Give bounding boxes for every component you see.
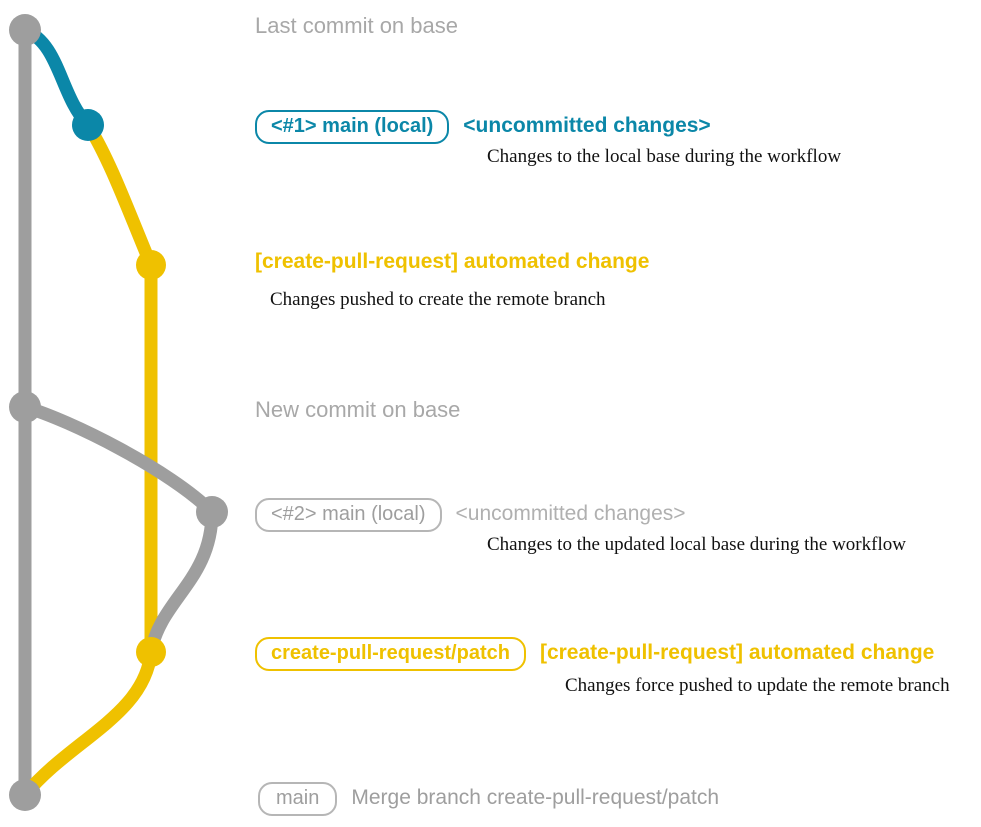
- node-patch-create[interactable]: [136, 250, 166, 280]
- commit-row-local-2: <#2> main (local) <uncommitted changes>: [255, 498, 686, 532]
- commit-row-patch-create: [create-pull-request] automated change: [255, 250, 650, 273]
- commit-note-patch-force-push: Changes force pushed to update the remot…: [565, 675, 950, 696]
- commit-note-local-2: Changes to the updated local base during…: [487, 534, 906, 555]
- ref-badge-main[interactable]: main: [258, 782, 338, 816]
- commit-note-local-1: Changes to the local base during the wor…: [487, 146, 842, 167]
- edge-local2-to-patch2: [144, 505, 219, 659]
- ref-badge-main-local-1[interactable]: <#1> main (local): [255, 110, 450, 144]
- node-merge-commit[interactable]: [9, 779, 41, 811]
- commit-subject-merge: Merge branch create-pull-request/patch: [351, 786, 720, 809]
- edge-base-to-local1: [18, 23, 95, 132]
- heading-new-commit-on-base: New commit on base: [255, 397, 461, 422]
- commit-subject-local-2: <uncommitted changes>: [455, 502, 686, 525]
- node-local-1[interactable]: [72, 109, 104, 141]
- commit-subject-patch-force-push: [create-pull-request] automated change: [539, 641, 935, 664]
- node-local-2[interactable]: [196, 496, 228, 528]
- heading-last-commit-on-base: Last commit on base: [255, 13, 458, 38]
- edge-local1-to-patch: [81, 118, 158, 272]
- node-patch-force-push[interactable]: [136, 637, 166, 667]
- edge-basenew-to-local2: [18, 400, 219, 519]
- commit-subject-patch-create: [create-pull-request] automated change: [255, 250, 650, 273]
- node-base-new[interactable]: [9, 391, 41, 423]
- commit-note-patch-create: Changes pushed to create the remote bran…: [270, 289, 606, 310]
- commit-row-patch-force-push: create-pull-request/patch [create-pull-r…: [255, 637, 934, 671]
- git-graph: [9, 14, 228, 811]
- edge-patch2-to-merge: [18, 645, 158, 802]
- commit-subject-local-1: <uncommitted changes>: [463, 114, 711, 137]
- commit-row-merge: main Merge branch create-pull-request/pa…: [258, 782, 719, 816]
- commit-row-local-1: <#1> main (local) <uncommitted changes>: [255, 110, 711, 144]
- ref-badge-create-pull-request-patch[interactable]: create-pull-request/patch: [255, 637, 526, 671]
- node-base-head[interactable]: [9, 14, 41, 46]
- ref-badge-main-local-2[interactable]: <#2> main (local): [255, 498, 442, 532]
